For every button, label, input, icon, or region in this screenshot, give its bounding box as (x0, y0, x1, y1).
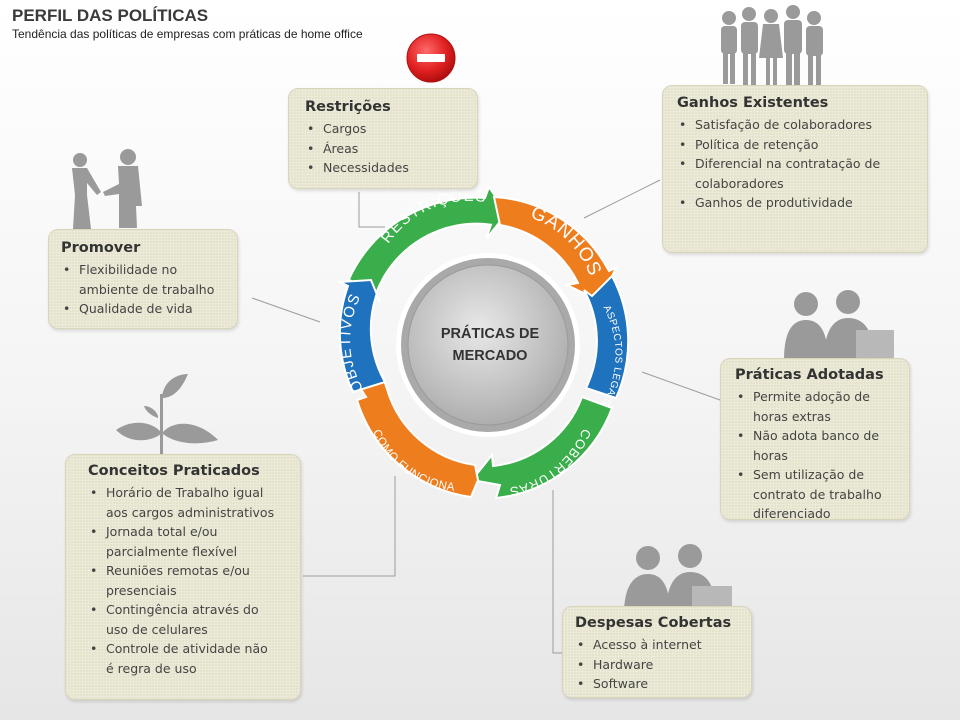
plant-icon (116, 374, 218, 454)
business-team-icon (721, 5, 823, 86)
box-conceitos-title: Conceitos Praticados (88, 463, 260, 479)
center-label-line2: MERCADO (453, 348, 528, 364)
connector-despesas (552, 490, 562, 654)
box-despesas-list: Acesso à internet Hardware Software (575, 635, 739, 694)
list-item: Não adota banco de horas (735, 426, 895, 465)
box-conceitos-list: Horário de Trabalho igual aos cargos adm… (88, 483, 278, 678)
connector-lines (251, 179, 721, 654)
box-promover-list: Flexibilidade no ambiente de trabalho Qu… (61, 260, 225, 319)
list-item: Ganhos de produtividade (677, 193, 913, 213)
people-at-computer-icon (784, 290, 894, 360)
box-praticas-adotadas: Práticas Adotadas Permite adoção de hora… (720, 358, 910, 521)
list-item: Qualidade de vida (61, 299, 225, 319)
box-despesas-cobertas: Despesas Cobertas Acesso à internet Hard… (562, 606, 752, 698)
box-conceitos-praticados: Conceitos Praticados Horário de Trabalho… (65, 454, 301, 700)
list-item: Áreas (305, 139, 461, 159)
list-item: Diferencial na contratação de colaborado… (677, 154, 913, 193)
connector-conceitos (303, 476, 396, 577)
list-item: Permite adoção de horas extras (735, 387, 895, 426)
box-ganhos-title: Ganhos Existentes (677, 95, 829, 111)
connector-praticas (641, 371, 721, 401)
list-item: Necessidades (305, 158, 461, 178)
connector-restricoes (358, 192, 385, 228)
list-item: Satisfação de colaboradores (677, 115, 913, 135)
box-restricoes: Restrições Cargos Áreas Necessidades (288, 88, 478, 189)
list-item: Jornada total e/ou parcialmente flexível (88, 522, 278, 561)
list-item: Hardware (575, 655, 739, 675)
ring-segment-objetivos (336, 278, 387, 394)
handshake-icon (72, 149, 142, 229)
connector-promover (251, 297, 321, 323)
box-ganhos-list: Satisfação de colaboradores Política de … (677, 115, 913, 213)
list-item: Flexibilidade no ambiente de trabalho (61, 260, 225, 299)
list-item: Acesso à internet (575, 635, 739, 655)
ring-segment-coberturas (470, 395, 614, 500)
ring (336, 184, 630, 500)
connector-ganhos (583, 179, 661, 219)
list-item: Sem utilização de contrato de trabalho d… (735, 465, 895, 524)
box-despesas-title: Despesas Cobertas (575, 615, 732, 631)
box-praticas-title: Práticas Adotadas (735, 367, 884, 383)
list-item: Cargos (305, 119, 461, 139)
box-praticas-list: Permite adoção de horas extras Não adota… (735, 387, 895, 524)
ring-segment-ganhos (492, 195, 619, 303)
center-circle (407, 264, 569, 426)
stop-sign-icon (406, 33, 456, 83)
list-item: Horário de Trabalho igual aos cargos adm… (88, 483, 278, 522)
people-at-computer-icon (624, 544, 732, 614)
center-label-line1: PRÁTICAS DE (441, 325, 540, 342)
ring-segment-aspectos (583, 274, 630, 400)
box-promover-title: Promover (61, 240, 141, 256)
page-title: PERFIL DAS POLÍTICAS (12, 6, 209, 25)
box-restricoes-title: Restrições (305, 99, 391, 115)
list-item: Contingência através do uso de celulares (88, 600, 278, 639)
list-item: Controle de atividade não é regra de uso (88, 639, 278, 678)
list-item: Política de retenção (677, 135, 913, 155)
box-promover: Promover Flexibilidade no ambiente de tr… (48, 229, 238, 329)
box-restricoes-list: Cargos Áreas Necessidades (305, 119, 461, 178)
list-item: Software (575, 674, 739, 694)
box-ganhos-existentes: Ganhos Existentes Satisfação de colabora… (662, 85, 928, 253)
list-item: Reuniões remotas e/ou presenciais (88, 561, 278, 600)
page-subtitle: Tendência das políticas de empresas com … (12, 27, 363, 41)
